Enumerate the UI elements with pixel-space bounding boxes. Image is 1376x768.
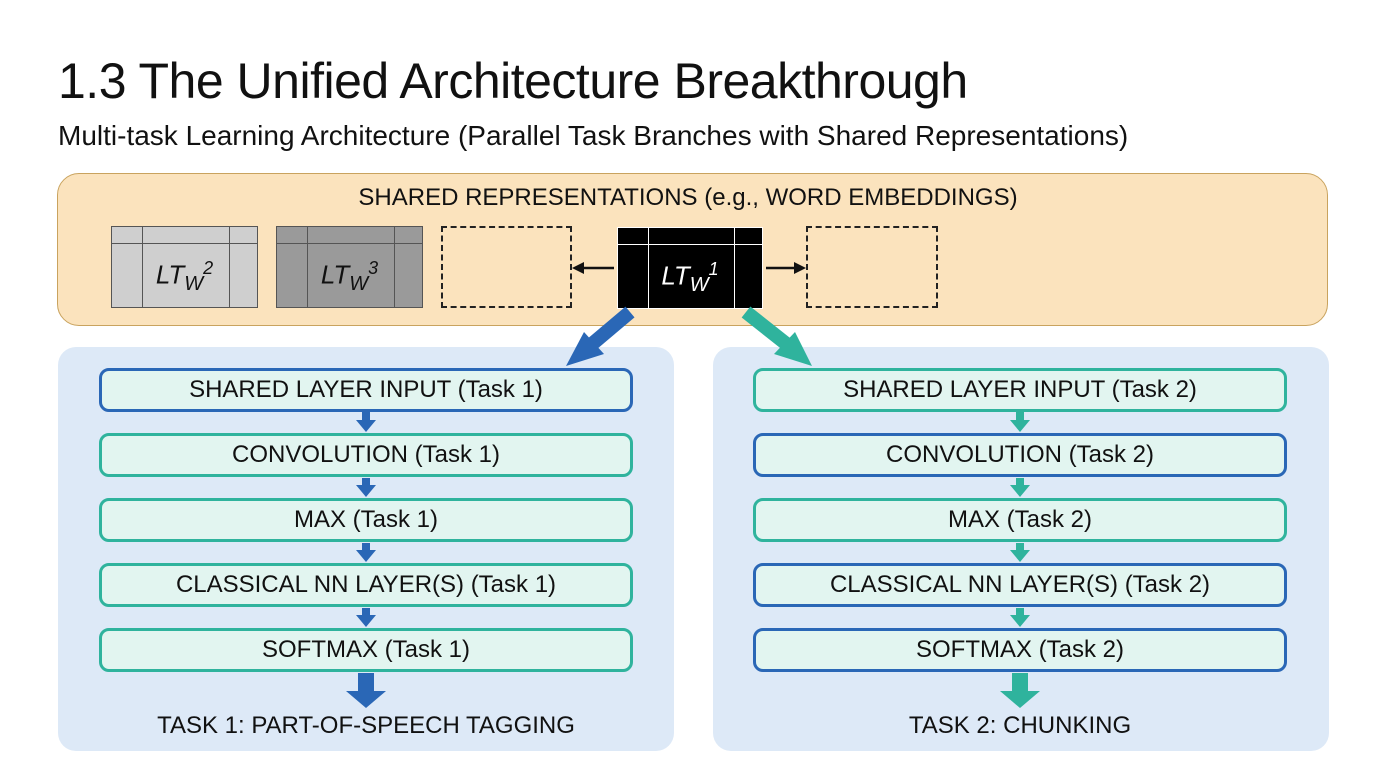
task1-classical-nn-layer: CLASSICAL NN LAYER(S) (Task 1) <box>99 563 633 607</box>
task2-shared-layer-input: SHARED LAYER INPUT (Task 2) <box>753 368 1287 412</box>
task2-output-label: TASK 2: CHUNKING <box>908 712 1132 739</box>
lookup-table-w2: LTW2 <box>111 226 258 308</box>
task2-down-arrows <box>1000 412 1040 708</box>
lookup-table-w1: LTW1 <box>617 227 763 309</box>
shared-representations-title: SHARED REPRESENTATIONS (e.g., WORD EMBED… <box>358 184 1018 211</box>
task2-softmax-layer: SOFTMAX (Task 2) <box>753 628 1287 672</box>
lookup-table-w3-label: LTW3 <box>320 258 379 295</box>
task1-max-layer: MAX (Task 1) <box>99 498 633 542</box>
page-subtitle: Multi-task Learning Architecture (Parall… <box>58 120 1129 151</box>
task2-classical-nn-layer: CLASSICAL NN LAYER(S) (Task 2) <box>753 563 1287 607</box>
arrow-to-task2-icon <box>741 306 812 366</box>
page-title: 1.3 The Unified Architecture Breakthroug… <box>58 53 968 109</box>
empty-table-placeholder-left <box>441 226 572 308</box>
arrow-to-task1-icon <box>566 306 635 366</box>
empty-table-placeholder-right <box>806 226 938 308</box>
task2-convolution-layer: CONVOLUTION (Task 2) <box>753 433 1287 477</box>
task1-output-label: TASK 1: PART-OF-SPEECH TAGGING <box>157 712 575 739</box>
lookup-table-w3: LTW3 <box>276 226 423 308</box>
task1-shared-layer-input: SHARED LAYER INPUT (Task 1) <box>99 368 633 412</box>
task2-max-layer: MAX (Task 2) <box>753 498 1287 542</box>
task1-softmax-layer: SOFTMAX (Task 1) <box>99 628 633 672</box>
task1-convolution-layer: CONVOLUTION (Task 1) <box>99 433 633 477</box>
lookup-table-w1-label: LTW1 <box>661 259 719 296</box>
lookup-table-w2-label: LTW2 <box>155 258 214 295</box>
arrow-left-icon <box>572 262 614 274</box>
arrow-right-icon <box>766 262 806 274</box>
task1-down-arrows <box>346 412 386 708</box>
